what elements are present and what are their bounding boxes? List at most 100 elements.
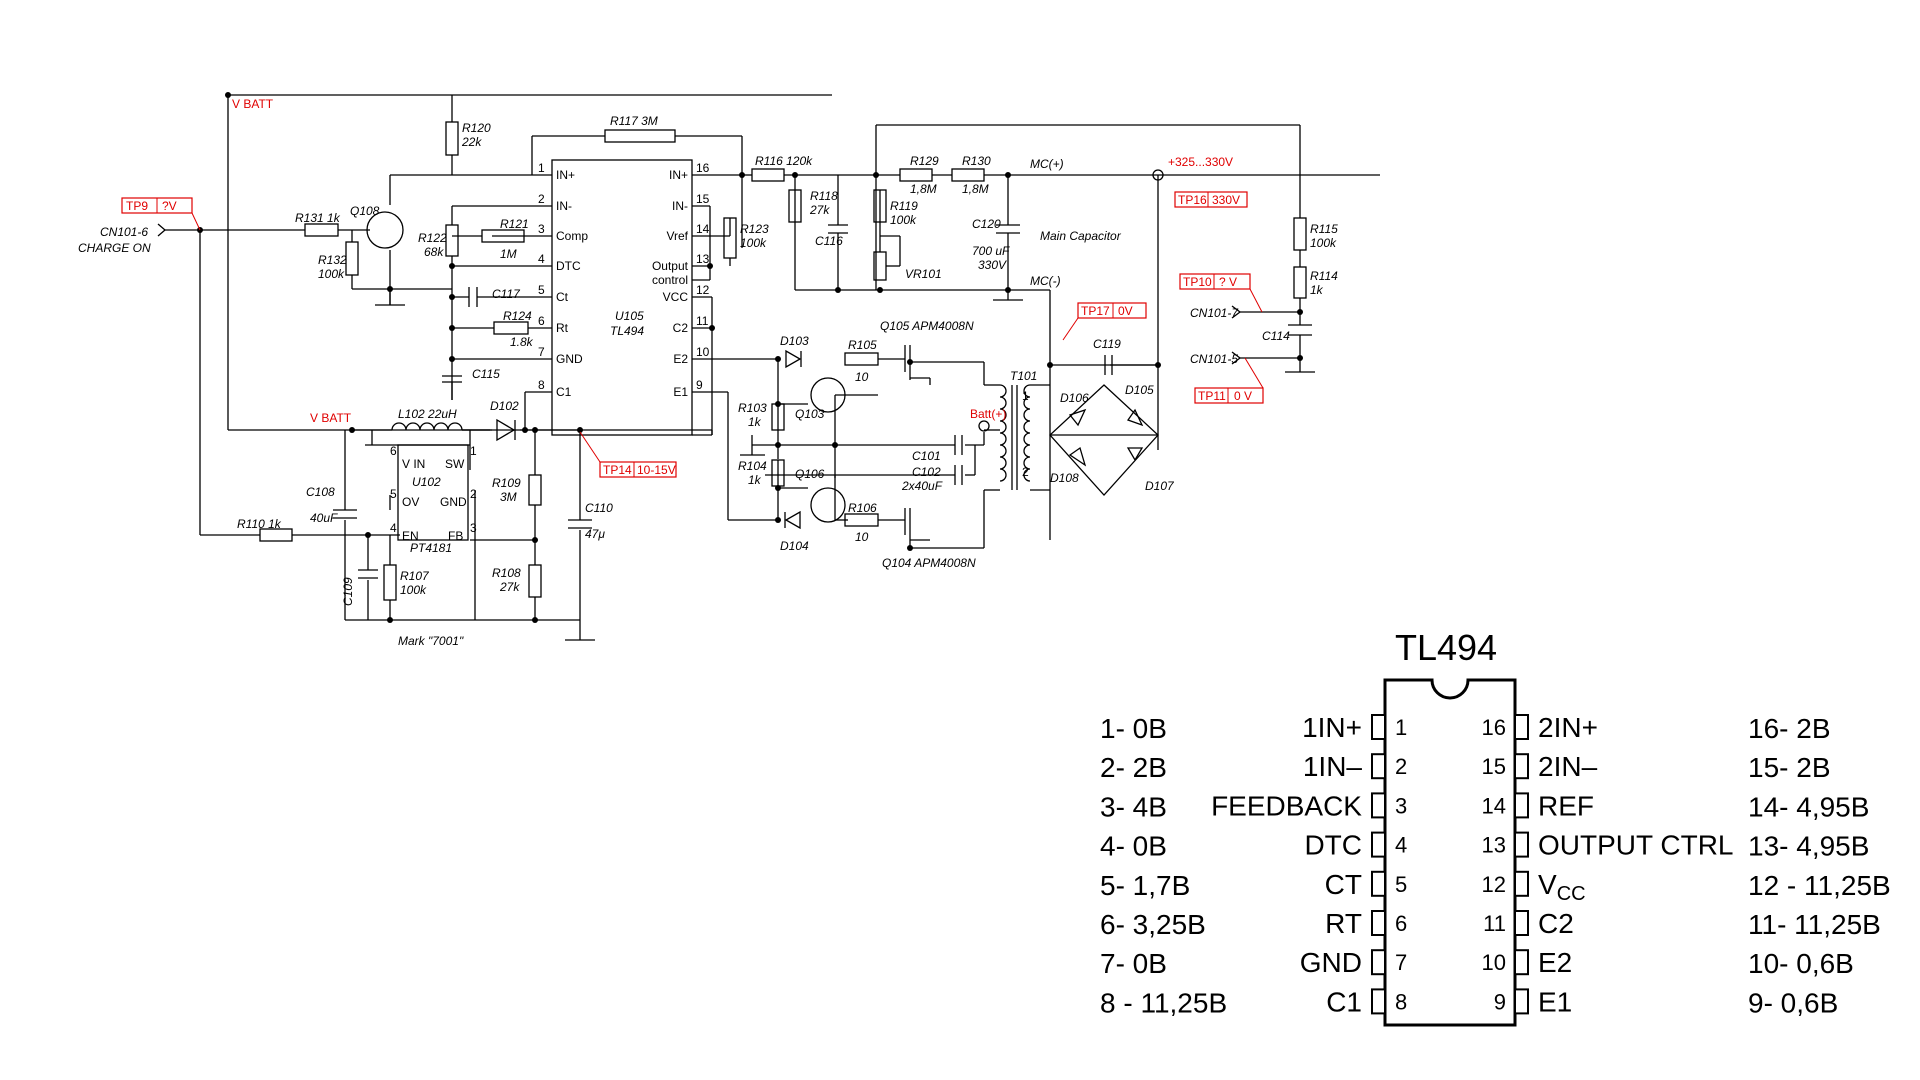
resistor-r123 <box>723 217 737 259</box>
pinout-pin-name-11: C2 <box>1538 908 1574 939</box>
pinout-pin-num-6: 6 <box>1395 911 1407 936</box>
svg-text:L102 22uH: L102 22uH <box>398 407 457 421</box>
svg-text:22k: 22k <box>461 135 482 149</box>
net-hv: +325...330V <box>1168 155 1233 169</box>
resistor-r122 <box>445 224 459 257</box>
resistor-r121 <box>481 229 525 243</box>
ic-u105 <box>551 159 693 436</box>
svg-text:1,8M: 1,8M <box>962 182 989 196</box>
pinout-pin-num-5: 5 <box>1395 872 1407 897</box>
pinout-pin-10 <box>1514 949 1529 976</box>
pinout-pin-16 <box>1514 714 1529 740</box>
diode-d106 <box>1068 408 1087 427</box>
svg-text:27k: 27k <box>499 580 520 594</box>
svg-text:TL494: TL494 <box>610 324 644 338</box>
svg-text:100k: 100k <box>318 267 345 281</box>
svg-text:R122: R122 <box>418 231 447 245</box>
tp10-label: TP10 <box>1183 275 1212 289</box>
svg-text:R103: R103 <box>738 401 767 415</box>
resistor-r107 <box>383 564 397 601</box>
inductor-l102 <box>391 422 463 431</box>
u105-pin-name-r3: Output <box>652 259 689 273</box>
pinout-pin-num-4: 4 <box>1395 833 1407 858</box>
svg-text:2: 2 <box>470 487 477 501</box>
tp16-value: 330V <box>1212 193 1240 207</box>
svg-text:R132: R132 <box>318 253 347 267</box>
pinout-pin-7 <box>1371 949 1386 976</box>
net-vbatt-mid: V BATT <box>310 411 352 425</box>
pinout-pin-15 <box>1514 753 1529 780</box>
pinout-voltage-11: 11- 11,25B <box>1748 909 1881 940</box>
net-vbatt-top: V BATT <box>232 97 274 111</box>
svg-text:R105: R105 <box>848 338 877 352</box>
pinout-pin-2 <box>1371 753 1386 780</box>
net-charge-on: CHARGE ON <box>78 241 151 255</box>
u105-pin-name-r8: E1 <box>673 385 688 399</box>
label-mark: Mark "7001" <box>398 634 464 648</box>
svg-text:R114: R114 <box>1310 269 1338 283</box>
u105-pin-num-8: 8 <box>538 378 545 392</box>
svg-text:R130: R130 <box>962 154 991 168</box>
pinout-pin-5 <box>1371 870 1386 897</box>
pinout-voltage-8: 8 - 11,25B <box>1100 987 1227 1018</box>
u105-pin-name-5: Ct <box>556 290 569 304</box>
resistor-r115 <box>1293 217 1307 251</box>
resistor-r117 <box>604 129 676 143</box>
pinout-pin-name-5: CT <box>1325 869 1362 900</box>
tp17-value: 0V <box>1118 304 1133 318</box>
tp9-label: TP9 <box>126 199 148 213</box>
pinout-pin-name-15: 2IN– <box>1538 751 1598 782</box>
pinout-pin-num-16: 16 <box>1482 715 1506 740</box>
svg-text:5: 5 <box>390 487 397 501</box>
pinout-pin-1 <box>1371 714 1386 740</box>
svg-text:PT4181: PT4181 <box>410 541 452 555</box>
svg-text:R116 120k: R116 120k <box>755 154 813 168</box>
resistor-r119 <box>873 189 887 223</box>
pinout-pin-num-3: 3 <box>1395 793 1407 818</box>
pinout-voltage-15: 15- 2B <box>1748 752 1831 783</box>
svg-text:D108: D108 <box>1050 471 1079 485</box>
svg-text:Q104 APM4008N: Q104 APM4008N <box>882 556 976 570</box>
u105-pin-num-7: 7 <box>538 345 545 359</box>
svg-text:C114: C114 <box>1262 329 1290 343</box>
svg-text:1k: 1k <box>748 415 762 429</box>
bridge-rectifier <box>1049 384 1159 496</box>
diode-d102 <box>496 418 516 442</box>
pinout-pin-name-10: E2 <box>1538 947 1572 978</box>
u105-pin-name-r4: control <box>652 273 688 287</box>
schematic-labels: V BATT V BATT CN101-6 CHARGE ON CN101-7 … <box>78 97 1338 648</box>
svg-text:40uF: 40uF <box>310 511 338 525</box>
svg-text:R115: R115 <box>1310 222 1338 236</box>
diode-d107 <box>1126 447 1144 462</box>
diode-d103 <box>785 349 802 369</box>
resistor-r129 <box>899 168 933 182</box>
pinout-voltage-13: 13- 4,95B <box>1748 831 1869 862</box>
u105-pin-name-1: IN+ <box>556 168 575 182</box>
resistor-r124 <box>493 321 529 335</box>
u105-pin-num-2: 2 <box>538 192 545 206</box>
tp11-label: TP11 <box>1198 389 1226 403</box>
pinout-pin-num-7: 7 <box>1395 950 1407 975</box>
pinout-voltage-12: 12 - 11,25B <box>1748 870 1891 901</box>
net-mc-minus: MC(-) <box>1030 274 1061 288</box>
svg-text:R117 3M: R117 3M <box>610 114 658 128</box>
svg-text:R119: R119 <box>890 199 918 213</box>
svg-text:100k: 100k <box>890 213 917 227</box>
svg-text:C116: C116 <box>815 234 843 248</box>
pinout-pin-name-7: GND <box>1300 947 1362 978</box>
pinout-pin-6 <box>1371 910 1386 936</box>
label-main-capacitor: Main Capacitor <box>1040 229 1122 243</box>
diode-d104 <box>784 510 801 530</box>
u105-pin-num-3: 3 <box>538 222 545 236</box>
u105-pin-name-6: Rt <box>556 321 569 335</box>
pinout-voltage-16: 16- 2B <box>1748 713 1831 744</box>
resistor-r116 <box>751 168 785 182</box>
u105-pin-num-12: 12 <box>696 283 710 297</box>
net-mc-plus: MC(+) <box>1030 157 1064 171</box>
svg-text:2: 2 <box>1022 465 1029 479</box>
resistor-r105 <box>844 352 879 366</box>
svg-text:V IN: V IN <box>402 457 425 471</box>
